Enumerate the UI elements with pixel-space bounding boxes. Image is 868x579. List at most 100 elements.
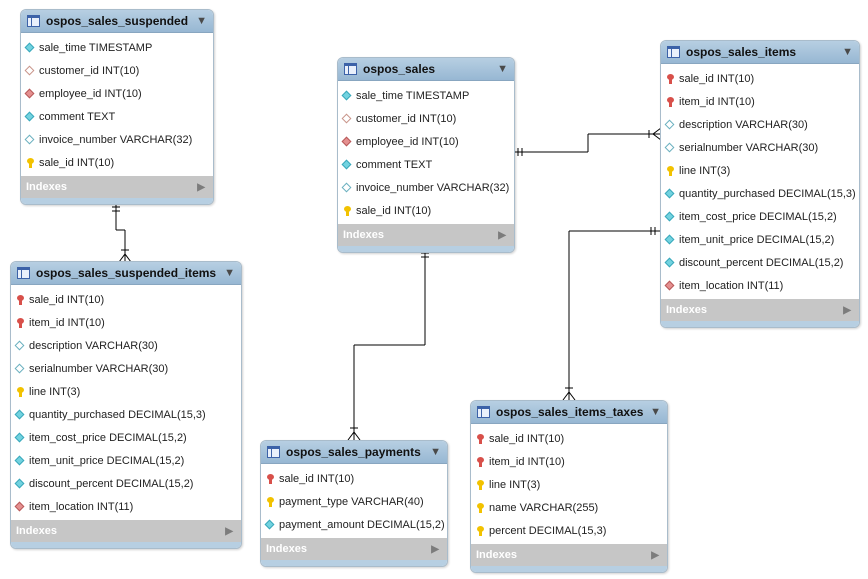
column-row[interactable]: discount_percent DECIMAL(15,2) — [661, 251, 859, 274]
column-row[interactable]: item_id INT(10) — [471, 450, 667, 473]
triangle-right-icon[interactable]: ▶ — [843, 304, 851, 316]
table-bottom-bar — [21, 198, 213, 204]
table-header[interactable]: ospos_sales▼ — [338, 58, 514, 81]
column-label: item_unit_price DECIMAL(15,2) — [679, 233, 835, 246]
column-label: discount_percent DECIMAL(15,2) — [679, 256, 844, 269]
triangle-down-icon[interactable]: ▼ — [497, 63, 508, 75]
column-row[interactable]: serialnumber VARCHAR(30) — [661, 136, 859, 159]
triangle-right-icon[interactable]: ▶ — [498, 229, 506, 241]
column-row[interactable]: invoice_number VARCHAR(32) — [21, 128, 213, 151]
column-label: sale_id INT(10) — [679, 72, 755, 85]
column-row[interactable]: sale_id INT(10) — [338, 199, 514, 222]
triangle-down-icon[interactable]: ▼ — [196, 15, 207, 27]
column-row[interactable]: item_location INT(11) — [11, 495, 241, 518]
table-header[interactable]: ospos_sales_items ▼ — [661, 41, 859, 64]
diamond-icon — [14, 409, 25, 420]
column-row[interactable]: payment_type VARCHAR(40) — [261, 490, 447, 513]
column-label: employee_id INT(10) — [39, 87, 142, 100]
column-row[interactable]: invoice_number VARCHAR(32) — [338, 176, 514, 199]
key-icon — [27, 157, 34, 168]
column-row[interactable]: employee_id INT(10) — [21, 82, 213, 105]
table-header[interactable]: ospos_sales_items_taxes▼ — [471, 401, 667, 424]
relationship-sales-items[interactable] — [513, 127, 662, 156]
column-label: sale_time TIMESTAMP — [39, 41, 153, 54]
table-ospos-sales-suspended[interactable]: ospos_sales_suspended ▼ sale_time TIMESTAM… — [20, 9, 214, 205]
column-row[interactable]: item_cost_price DECIMAL(15,2) — [11, 426, 241, 449]
table-ospos-sales-items-taxes[interactable]: ospos_sales_items_taxes▼ sale_id INT(10)i… — [470, 400, 668, 573]
diamond-icon — [264, 519, 275, 530]
column-row[interactable]: item_id INT(10) — [661, 90, 859, 113]
table-ospos-sales-payments[interactable]: ospos_sales_payments▼sale_id INT(10)paym… — [260, 440, 448, 567]
column-label: sale_id INT(10) — [356, 204, 432, 217]
triangle-down-icon[interactable]: ▼ — [650, 406, 661, 418]
triangle-right-icon[interactable]: ▶ — [651, 549, 659, 561]
indexes-section[interactable]: Indexes▶ — [471, 544, 667, 566]
column-row[interactable]: line INT(3) — [471, 473, 667, 496]
column-label: line INT(3) — [29, 385, 81, 398]
column-row[interactable]: description VARCHAR(30) — [11, 334, 241, 357]
column-row[interactable]: quantity_purchased DECIMAL(15,3) — [11, 403, 241, 426]
column-row[interactable]: item_location INT(11) — [661, 274, 859, 297]
indexes-label: Indexes — [16, 525, 57, 537]
indexes-section[interactable]: Indexes ▶ — [261, 538, 447, 560]
column-row[interactable]: quantity_purchased DECIMAL(15,3) — [661, 182, 859, 205]
red-key-icon — [267, 473, 274, 484]
column-row[interactable]: serialnumber VARCHAR(30) — [11, 357, 241, 380]
triangle-down-icon[interactable]: ▼ — [842, 46, 853, 58]
table-ospos-sales-items[interactable]: ospos_sales_items ▼ sale_id INT(10) item_id… — [660, 40, 860, 328]
column-row[interactable]: customer_id INT(10) — [338, 107, 514, 130]
table-icon — [267, 446, 280, 458]
column-row[interactable]: comment TEXT — [21, 105, 213, 128]
column-row[interactable]: sale_id INT(10) — [21, 151, 213, 174]
column-row[interactable]: sale_time TIMESTAMP — [21, 36, 213, 59]
relationship-sales-payments[interactable] — [347, 247, 429, 441]
column-label: payment_amount DECIMAL(15,2) — [279, 518, 445, 531]
key-icon — [477, 502, 484, 513]
column-row[interactable]: sale_id INT(10) — [471, 427, 667, 450]
column-row[interactable]: sale_id INT(10) — [261, 467, 447, 490]
column-row[interactable]: name VARCHAR(255) — [471, 496, 667, 519]
column-row[interactable]: customer_id INT(10) — [21, 59, 213, 82]
column-label: invoice_number VARCHAR(32) — [356, 181, 510, 194]
column-row[interactable]: employee_id INT(10) — [338, 130, 514, 153]
column-row[interactable]: description VARCHAR(30) — [661, 113, 859, 136]
table-header[interactable]: ospos_sales_payments▼ — [261, 441, 447, 464]
table-name: ospos_sales_suspended — [46, 14, 189, 28]
column-row[interactable]: item_cost_price DECIMAL(15,2) — [661, 205, 859, 228]
table-header[interactable]: ospos_sales_suspended_items▼ — [11, 262, 241, 285]
column-row[interactable]: item_id INT(10) — [11, 311, 241, 334]
column-row[interactable]: comment TEXT — [338, 153, 514, 176]
triangle-down-icon[interactable]: ▼ — [430, 446, 441, 458]
triangle-right-icon[interactable]: ▶ — [197, 181, 205, 193]
column-row[interactable]: payment_amount DECIMAL(15,2) — [261, 513, 447, 536]
table-ospos-sales-suspended-items[interactable]: ospos_sales_suspended_items▼ sale_id INT(… — [10, 261, 242, 549]
column-row[interactable]: sale_id INT(10) — [11, 288, 241, 311]
triangle-down-icon[interactable]: ▼ — [224, 267, 235, 279]
indexes-section[interactable]: Indexes▶ — [21, 176, 213, 198]
column-row[interactable]: sale_time TIMESTAMP — [338, 84, 514, 107]
relationship-suspended-items[interactable] — [112, 202, 132, 263]
column-label: item_unit_price DECIMAL(15,2) — [29, 454, 185, 467]
column-row[interactable]: line INT(3) — [661, 159, 859, 182]
column-row[interactable]: discount_percent DECIMAL(15,2) — [11, 472, 241, 495]
indexes-section[interactable]: Indexes▶ — [661, 299, 859, 321]
indexes-section[interactable]: Indexes ▶ — [11, 520, 241, 542]
indexes-section[interactable]: Indexes▶ — [338, 224, 514, 246]
column-row[interactable]: sale_id INT(10) — [661, 67, 859, 90]
column-label: sale_id INT(10) — [29, 293, 105, 306]
triangle-right-icon[interactable]: ▶ — [225, 525, 233, 537]
column-row[interactable]: line INT(3) — [11, 380, 241, 403]
relationship-items-taxes[interactable] — [562, 227, 661, 401]
triangle-right-icon[interactable]: ▶ — [431, 543, 439, 555]
diamond-icon — [664, 211, 675, 222]
table-name: ospos_sales_items — [686, 45, 797, 59]
indexes-label: Indexes — [266, 543, 307, 555]
column-row[interactable]: item_unit_price DECIMAL(15,2) — [661, 228, 859, 251]
table-header[interactable]: ospos_sales_suspended ▼ — [21, 10, 213, 33]
column-row[interactable]: percent DECIMAL(15,3) — [471, 519, 667, 542]
hollow-diamond-icon — [14, 340, 25, 351]
diamond-icon — [341, 90, 352, 101]
column-row[interactable]: item_unit_price DECIMAL(15,2) — [11, 449, 241, 472]
